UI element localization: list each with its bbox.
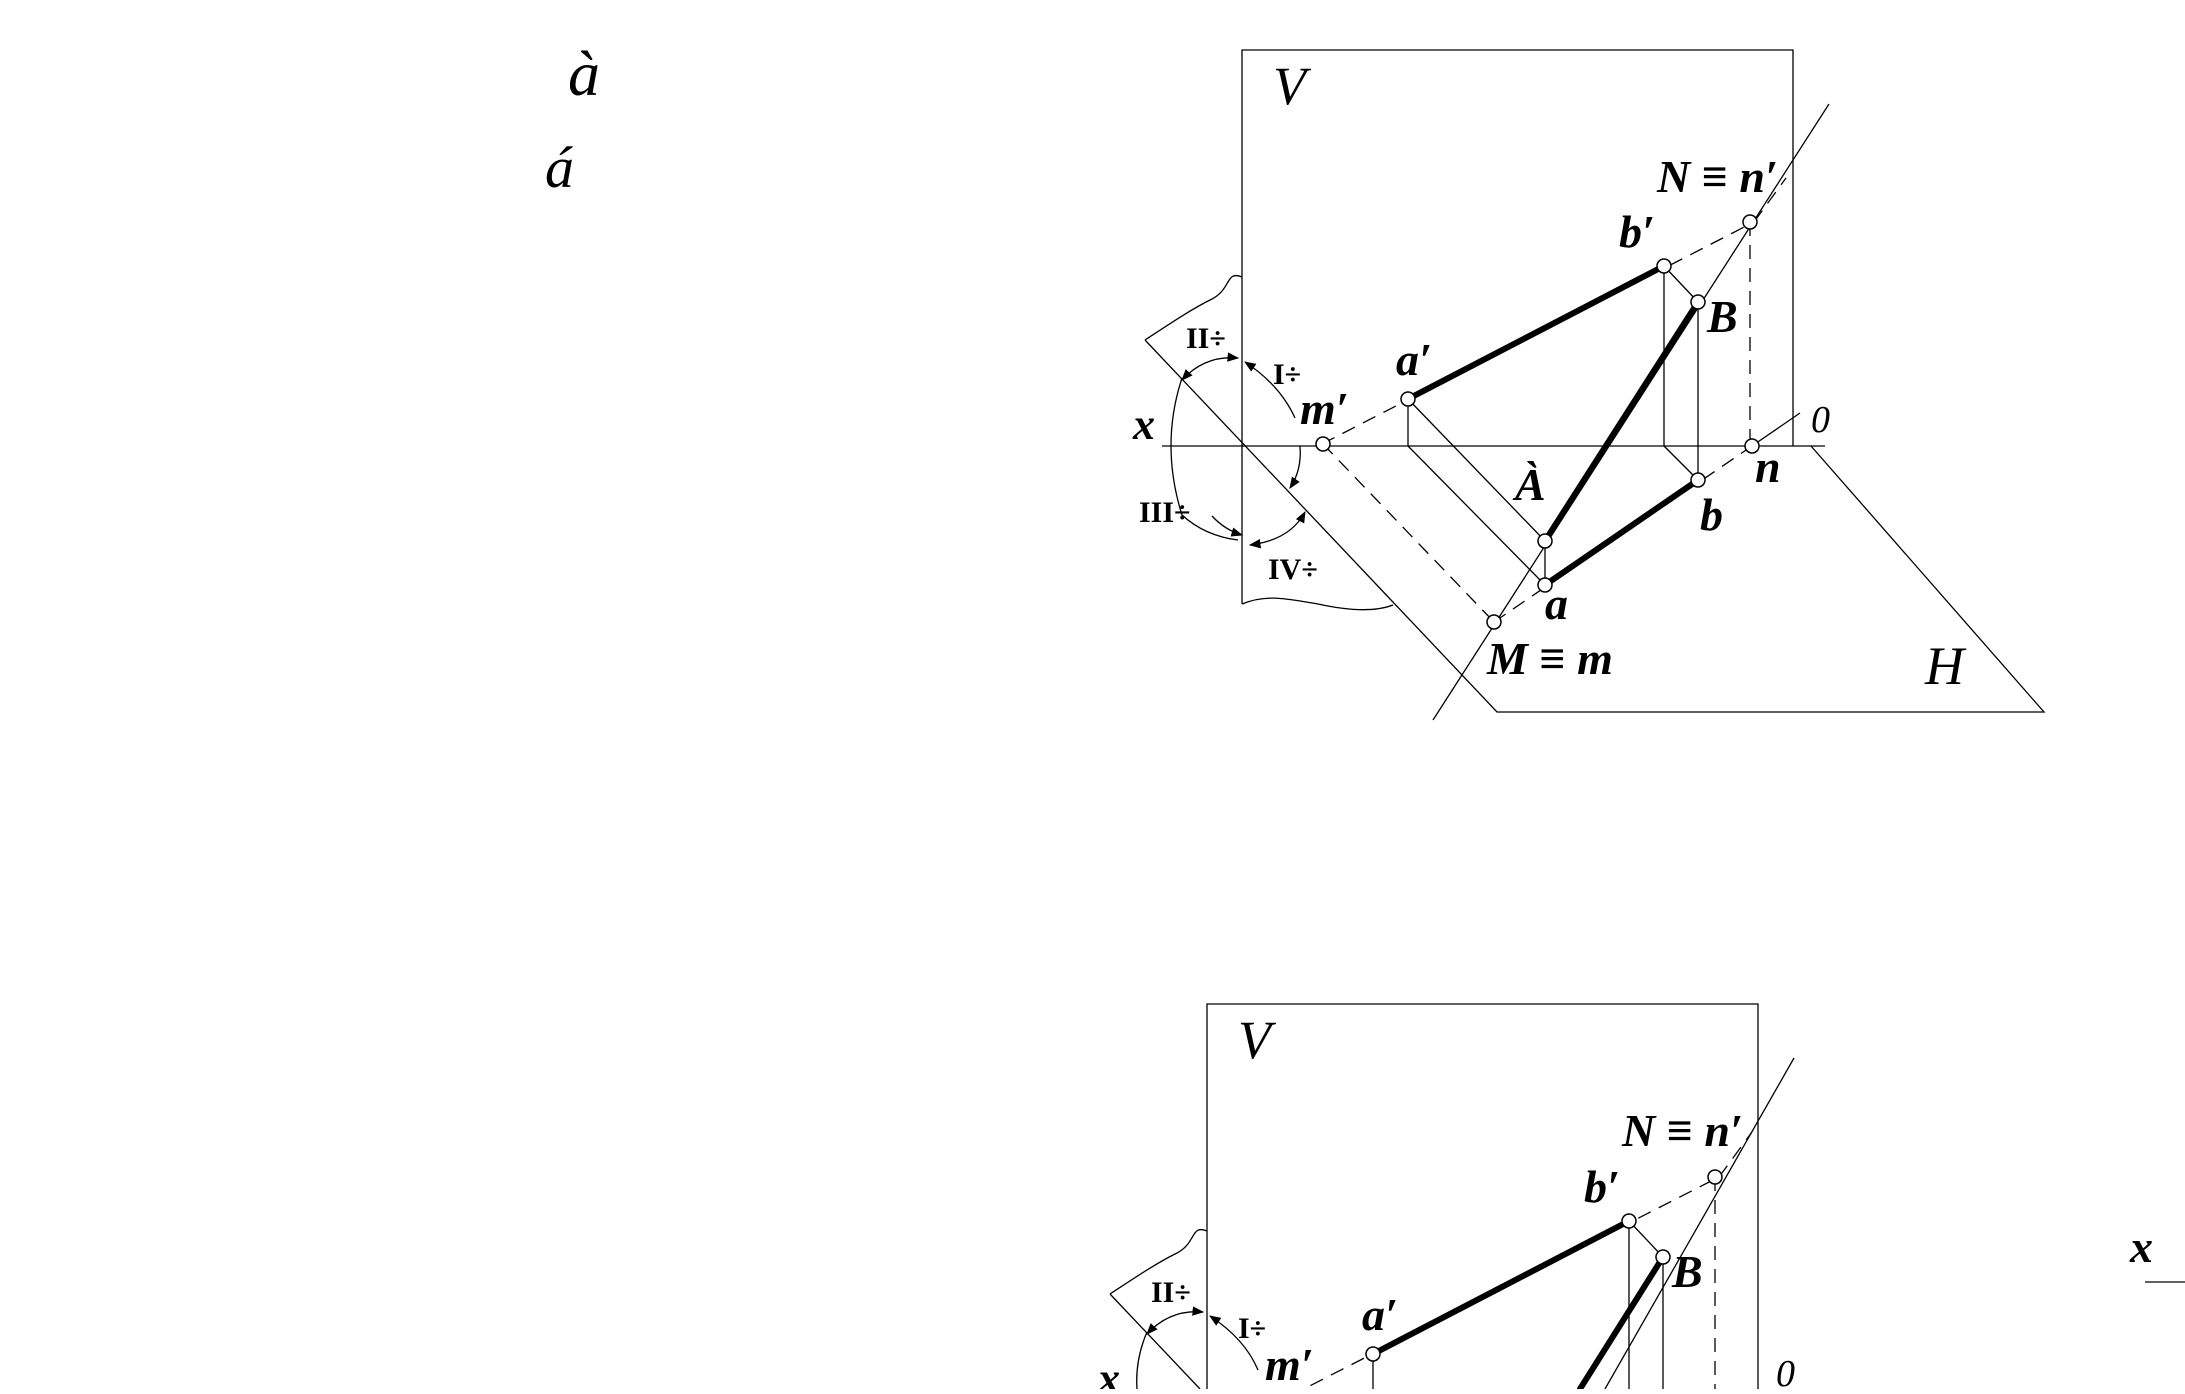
line-mn-prime-right-2 [1718, 1131, 1753, 1178]
stray-char-1: à [568, 38, 600, 109]
point-n [1744, 438, 1760, 454]
line-mn-projection [1493, 445, 1753, 623]
line-mn-projection-right [1751, 412, 1801, 447]
line-MN-extended-2 [1604, 1057, 1795, 1390]
break-line-upper-2 [1109, 1228, 1208, 1295]
label-plane-v-2: V [1238, 1010, 1277, 1070]
label-plane-h: H [1924, 636, 1967, 696]
stray-char-2: á [545, 135, 574, 200]
label-point-N: N ≡ n′ [1656, 151, 1778, 202]
diagram-top: V H x 0 I÷ II÷ III÷ IV÷ N ≡ n′ b′ B a′ m… [1132, 49, 2046, 721]
point-m-prime [1315, 436, 1331, 452]
label-point-B: B [1706, 291, 1738, 342]
label-point-b-prime: b′ [1619, 206, 1655, 257]
quadrant-arc-2-2 [1146, 1306, 1205, 1335]
quadrant-arc-3 [1170, 377, 1239, 541]
label-quadrant-2-2: II÷ [1151, 1276, 1191, 1309]
segment-a-prime-b-prime [1405, 263, 1667, 402]
point-a-prime-2 [1365, 1346, 1381, 1362]
segment-ab [1542, 477, 1701, 588]
projector-b-prime-h [1663, 445, 1699, 481]
label-axis-x-2: x [1097, 1354, 1120, 1389]
point-b-prime [1656, 258, 1672, 274]
label-point-b: b [1700, 489, 1723, 540]
label-quadrant-2: II÷ [1186, 322, 1226, 355]
quadrant-arc-3b [1211, 515, 1244, 537]
label-point-a-prime-2: a′ [1362, 1289, 1398, 1340]
label-origin-2: 0 [1776, 1353, 1795, 1389]
quadrant-arc-1-2 [1209, 1315, 1259, 1371]
label-point-A: À [1512, 459, 1546, 510]
segment-AB-2 [1577, 1254, 1666, 1392]
label-point-m-prime-2: m′ [1265, 1339, 1314, 1389]
quadrant-arc-1 [1244, 361, 1296, 419]
label-quadrant-1: I÷ [1273, 358, 1301, 391]
h-plane-edge-2 [1109, 1293, 1201, 1390]
projector-A-slant [1407, 398, 1546, 542]
point-a [1537, 577, 1553, 593]
point-N-2 [1707, 1169, 1723, 1185]
label-point-a-prime: a′ [1396, 334, 1432, 385]
label-quadrant-3: III÷ [1139, 496, 1191, 529]
label-plane-v: V [1273, 56, 1312, 116]
label-point-n: n [1755, 441, 1781, 492]
point-b-prime-2 [1621, 1213, 1637, 1229]
point-M [1486, 614, 1502, 630]
segment-a-prime-b-prime-2 [1370, 1218, 1632, 1357]
projector-B-slant [1663, 265, 1699, 303]
diagram-bottom: V x 0 I÷ II÷ N ≡ n′ b′ B a′ m′ [1097, 1003, 1795, 1394]
projector-B-slant-2 [1628, 1220, 1664, 1258]
quadrant-arc-4 [1248, 510, 1306, 549]
label-point-B-2: B [1671, 1246, 1703, 1297]
quadrant-arc-2 [1181, 352, 1240, 381]
plane-v-frame-2 [1206, 1003, 1759, 1389]
break-line-upper [1144, 274, 1243, 341]
point-B [1690, 294, 1706, 310]
point-N [1742, 214, 1758, 230]
point-B-2 [1655, 1249, 1671, 1265]
label-origin: 0 [1811, 399, 1830, 441]
label-axis-x: x [1132, 400, 1155, 449]
projector-a-prime-h [1407, 445, 1546, 586]
label-point-b-prime-2: b′ [1584, 1161, 1620, 1212]
quadrant-arc-1b [1289, 445, 1301, 489]
label-point-M: M ≡ m [1486, 633, 1613, 684]
label-point-N-2: N ≡ n′ [1621, 1105, 1743, 1156]
line-mn-prime-right [1753, 177, 1787, 223]
label-quadrant-4: IV÷ [1268, 553, 1318, 586]
point-a-prime [1400, 391, 1416, 407]
label-quadrant-1-2: I÷ [1238, 1312, 1266, 1345]
label-point-a: a [1545, 578, 1568, 629]
plane-v-frame [1241, 49, 1794, 446]
plane-h-frame [1144, 339, 2046, 713]
quadrant-arc-3-2 [1136, 1331, 1148, 1390]
stray-x-label: x [2129, 1221, 2153, 1272]
point-b [1690, 472, 1706, 488]
point-A [1537, 533, 1553, 549]
projector-m-prime [1322, 443, 1495, 623]
label-point-m-prime: m′ [1300, 383, 1349, 434]
break-line-lower [1241, 597, 1394, 611]
segment-AB [1542, 299, 1701, 544]
